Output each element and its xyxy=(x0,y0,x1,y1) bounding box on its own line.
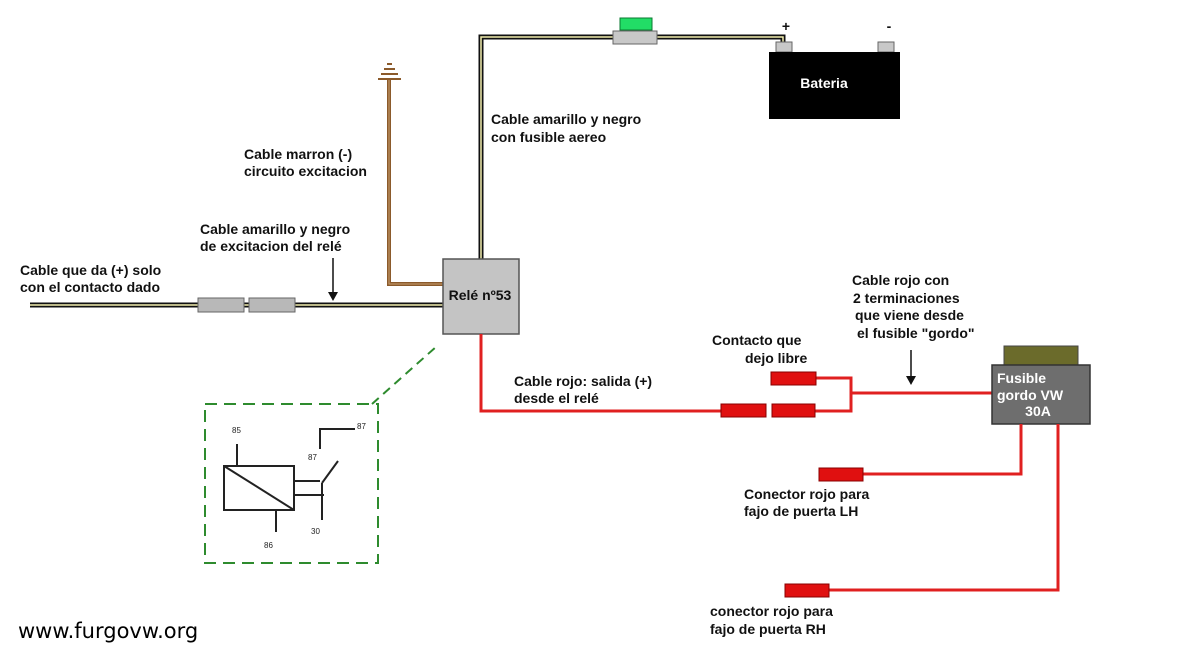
battery-plus-label: + xyxy=(782,18,790,34)
red-connector-rh xyxy=(784,583,830,598)
fuse-label-line1: Fusible xyxy=(997,370,1046,386)
ground-symbol-icon xyxy=(378,63,401,80)
lh-label-1: Conector rojo para xyxy=(744,486,869,502)
inline-fuse-holder xyxy=(612,30,658,45)
relay-schematic xyxy=(223,428,355,532)
arrow-red-two-icon xyxy=(906,350,916,385)
red-two-label-2: 2 terminaciones xyxy=(853,290,960,306)
cable-plus-label-2: con el contacto dado xyxy=(20,279,160,295)
battery-terminal-negative xyxy=(877,41,895,53)
battery-minus-label: - xyxy=(887,18,892,34)
inline-fuse-cap xyxy=(619,17,653,31)
relay-schematic-frame xyxy=(204,403,379,564)
contact-free-label-1: Contacto que xyxy=(712,332,802,348)
brown-ground-wire xyxy=(387,80,443,286)
rh-label-2: fajo de puerta RH xyxy=(710,621,826,637)
red-two-label-4: el fusible "gordo" xyxy=(857,325,975,341)
red-connector-lh xyxy=(818,467,864,482)
pin-85-label: 85 xyxy=(232,426,241,435)
red-connector-free xyxy=(770,371,817,386)
pin-30-label: 30 xyxy=(311,527,320,536)
inline-connector-1 xyxy=(197,297,245,313)
fuse-label-line2: gordo VW xyxy=(997,387,1064,403)
battery xyxy=(769,52,900,119)
cable-yb-fuse-label-1: Cable amarillo y negro xyxy=(491,111,641,127)
red-out-label-1: Cable rojo: salida (+) xyxy=(514,373,652,389)
big-fuse-body xyxy=(991,364,1091,425)
battery-feed-wire xyxy=(478,34,786,260)
relay-label: Relé nº53 xyxy=(449,287,512,303)
pin-87-top-label: 87 xyxy=(357,422,366,431)
pin-86-label: 86 xyxy=(264,541,273,550)
cable-yb-exc-label-2: de excitacion del relé xyxy=(200,238,342,254)
red-wire-lh xyxy=(863,424,1023,476)
red-two-label-3: que viene desde xyxy=(855,307,964,323)
battery-terminal-positive xyxy=(775,41,793,53)
cable-yb-exc-label-1: Cable amarillo y negro xyxy=(200,221,350,237)
contact-free-label-2: dejo libre xyxy=(745,350,807,366)
red-output-wire xyxy=(479,334,992,413)
battery-label: Bateria xyxy=(800,75,848,91)
cable-brown-label-1: Cable marron (-) xyxy=(244,146,352,162)
red-out-label-2: desde el relé xyxy=(514,390,599,406)
pin-87-label: 87 xyxy=(308,453,317,462)
lh-label-2: fajo de puerta LH xyxy=(744,503,858,519)
red-two-label-1: Cable rojo con xyxy=(852,272,949,288)
cable-brown-label-2: circuito excitacion xyxy=(244,163,367,179)
rh-label-1: conector rojo para xyxy=(710,603,833,619)
arrow-excitation-icon xyxy=(328,258,338,301)
cable-plus-label-1: Cable que da (+) solo xyxy=(20,262,161,278)
cable-yb-fuse-label-2: con fusible aereo xyxy=(491,129,606,145)
big-fuse-top xyxy=(1003,345,1079,366)
red-connector-output-b xyxy=(771,403,816,418)
red-connector-output-a xyxy=(720,403,767,418)
red-wire-rh xyxy=(829,424,1060,592)
relay-box xyxy=(442,258,520,335)
watermark: www.furgovw.org xyxy=(18,619,198,643)
inline-connector-2 xyxy=(248,297,296,313)
fuse-label-line3: 30A xyxy=(1025,403,1051,419)
detail-pointer-line xyxy=(371,345,438,405)
